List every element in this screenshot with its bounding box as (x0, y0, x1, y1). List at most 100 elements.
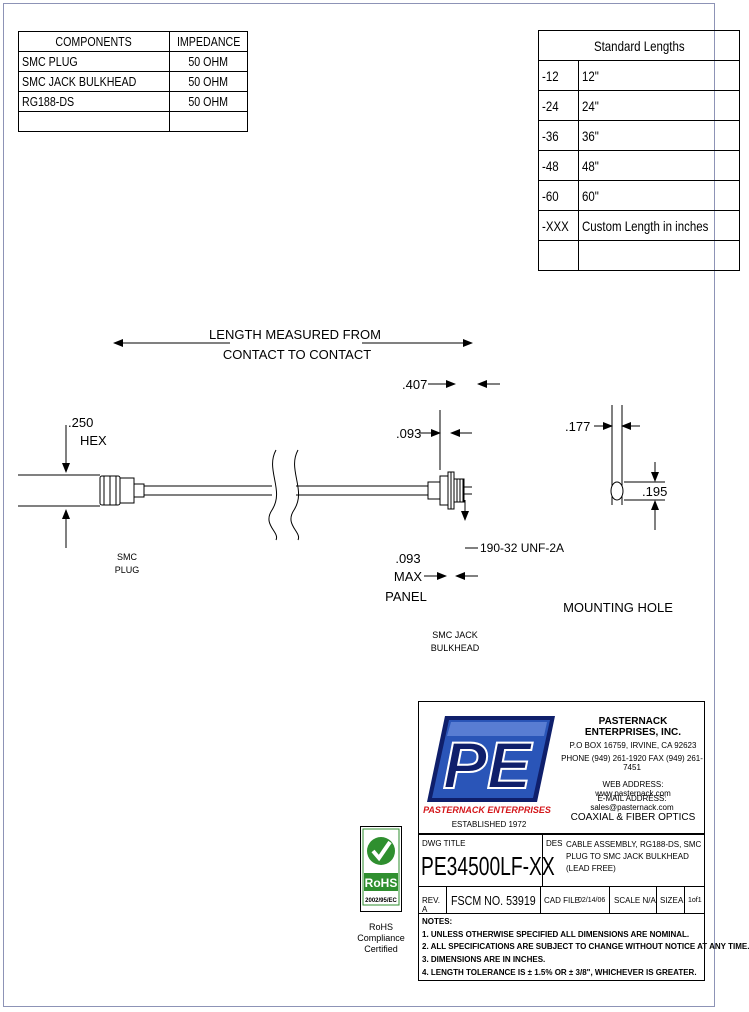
rohs-caption-line-1: RoHS (368, 922, 393, 932)
cad-file-value: 02/14/06 (578, 897, 606, 904)
length-value: 12" (577, 60, 740, 91)
length-value (577, 240, 740, 271)
components-table: COMPONENTS IMPEDANCE SMC PLUG 50 OHM SMC… (18, 31, 249, 132)
length-value: 36" (577, 120, 740, 151)
company-web: WEB ADDRESS: www.pasternack.com (595, 780, 671, 798)
cad-file-cell: CAD FILE 02/14/06 (540, 886, 610, 914)
smc-plug-connector (18, 474, 145, 507)
scale-label: SCALE N/A (614, 896, 656, 905)
logo-established: ESTABLISHED 1972 (452, 820, 527, 829)
size-cell: SIZE A (656, 886, 685, 914)
length-value: 48" (577, 150, 740, 181)
component-name: SMC PLUG (18, 51, 170, 72)
logo-letters: PE (443, 728, 533, 802)
length-code: -48 (538, 150, 579, 181)
dwg-title-label: DWG TITLE (422, 839, 466, 848)
component-name (18, 111, 170, 132)
component-name: SMC JACK BULKHEAD (18, 71, 170, 92)
page-frame (3, 3, 715, 1007)
table-row (18, 111, 249, 132)
smc-plug-label-1: SMC (117, 552, 138, 562)
part-number: PE34500LF-XX (421, 851, 555, 881)
table-row (538, 240, 740, 271)
dim-250-label: .250 (68, 415, 93, 430)
table-row: SMC PLUG 50 OHM (18, 51, 249, 72)
rev-cell: REV. A (418, 886, 447, 914)
company-tagline: COAXIAL & FIBER OPTICS (570, 812, 696, 823)
length-value: 24" (577, 90, 740, 121)
length-code (538, 240, 579, 271)
rohs-directive: 2002/95/EC (365, 898, 397, 904)
fscm-label: FSCM NO. 53919 (451, 893, 536, 908)
length-code: -24 (538, 90, 579, 121)
company-po-box: P.O BOX 16759, IRVINE, CA 92623 (569, 741, 697, 750)
rohs-caption: RoHS Compliance Certified (352, 922, 410, 955)
smc-jack-bulkhead-connector (427, 471, 472, 510)
note-item: 2. ALL SPECIFICATIONS ARE SUBJECT TO CHA… (422, 942, 749, 951)
notes-header: NOTES: (422, 917, 453, 926)
dim-093-label: .093 (396, 426, 421, 441)
dim-093-panel-label: .093 (395, 551, 420, 566)
company-block: PE PASTERNACK ENTERPRISES ESTABLISHED 19… (418, 701, 705, 834)
smc-plug-label-2: PLUG (115, 565, 140, 575)
length-note-line-1: LENGTH MEASURED FROM (209, 327, 381, 342)
cable-body (144, 449, 428, 541)
component-name: RG188-DS (18, 91, 170, 112)
rohs-badge: RoHS 2002/95/EC (360, 826, 402, 912)
length-code: -36 (538, 120, 579, 151)
component-impedance: 50 OHM (168, 91, 249, 112)
size-label: SIZE (660, 896, 678, 905)
rev-label: REV. A (422, 896, 440, 914)
size-value: A (678, 896, 684, 905)
sheet-cell: 1of1 (684, 886, 705, 914)
component-impedance (168, 111, 249, 132)
description-cell: DES CABLE ASSEMBLY, RG188-DS, SMC PLUG T… (542, 834, 705, 887)
cable-drawing: LENGTH MEASURED FROM CONTACT TO CONTACT … (18, 327, 673, 653)
hex-label: HEX (80, 433, 107, 448)
length-value: 60" (577, 180, 740, 211)
mounting-hole-drawing (610, 405, 665, 505)
dim-407-label: .407 (402, 377, 427, 392)
component-impedance: 50 OHM (168, 51, 249, 72)
smc-jack-label-2: BULKHEAD (431, 643, 480, 653)
rohs-caption-line-3: Certified (364, 944, 398, 954)
length-note-line-2: CONTACT TO CONTACT (223, 347, 371, 362)
components-header: COMPONENTS (18, 31, 170, 52)
description-text: CABLE ASSEMBLY, RG188-DS, SMC PLUG TO SM… (566, 840, 702, 873)
length-code: -60 (538, 180, 579, 211)
panel-label: PANEL (385, 589, 427, 604)
standard-lengths-header: Standard Lengths (538, 30, 740, 61)
dim-177-label: .177 (565, 419, 590, 434)
note-item: 4. LENGTH TOLERANCE IS ± 1.5% OR ± 3/8",… (422, 968, 697, 977)
rohs-label: RoHS (365, 876, 398, 890)
logo-company-name: PASTERNACK ENTERPRISES (423, 805, 551, 815)
rohs-check-icon (367, 837, 395, 865)
length-code: -12 (538, 60, 579, 91)
table-row: SMC JACK BULKHEAD 50 OHM (18, 71, 249, 92)
note-item: 1. UNLESS OTHERWISE SPECIFIED ALL DIMENS… (422, 930, 690, 939)
length-value: Custom Length in inches (577, 210, 740, 241)
pe-logo: PE PASTERNACK ENTERPRISES ESTABLISHED 19… (423, 716, 555, 829)
company-phone: PHONE (949) 261-1920 FAX (949) 261-7451 (561, 754, 703, 772)
impedance-header: IMPEDANCE (168, 31, 249, 52)
sheet-label: 1of1 (688, 897, 702, 904)
notes-block: NOTES: 1. UNLESS OTHERWISE SPECIFIED ALL… (418, 913, 749, 981)
company-email: E-MAIL ADDRESS: sales@pasternack.com (590, 794, 674, 812)
smc-jack-label-1: SMC JACK (432, 630, 478, 640)
fscm-cell: FSCM NO. 53919 (446, 886, 541, 914)
des-label: DES (546, 839, 563, 848)
rohs-caption-line-2: Compliance (357, 933, 405, 943)
thread-label: 190-32 UNF-2A (480, 541, 564, 555)
dim-195-label: .195 (642, 484, 667, 499)
length-code: -XXX (538, 210, 579, 241)
cad-file-label: CAD FILE (544, 896, 581, 905)
table-row: RG188-DS 50 OHM (18, 91, 249, 112)
component-impedance: 50 OHM (168, 71, 249, 92)
